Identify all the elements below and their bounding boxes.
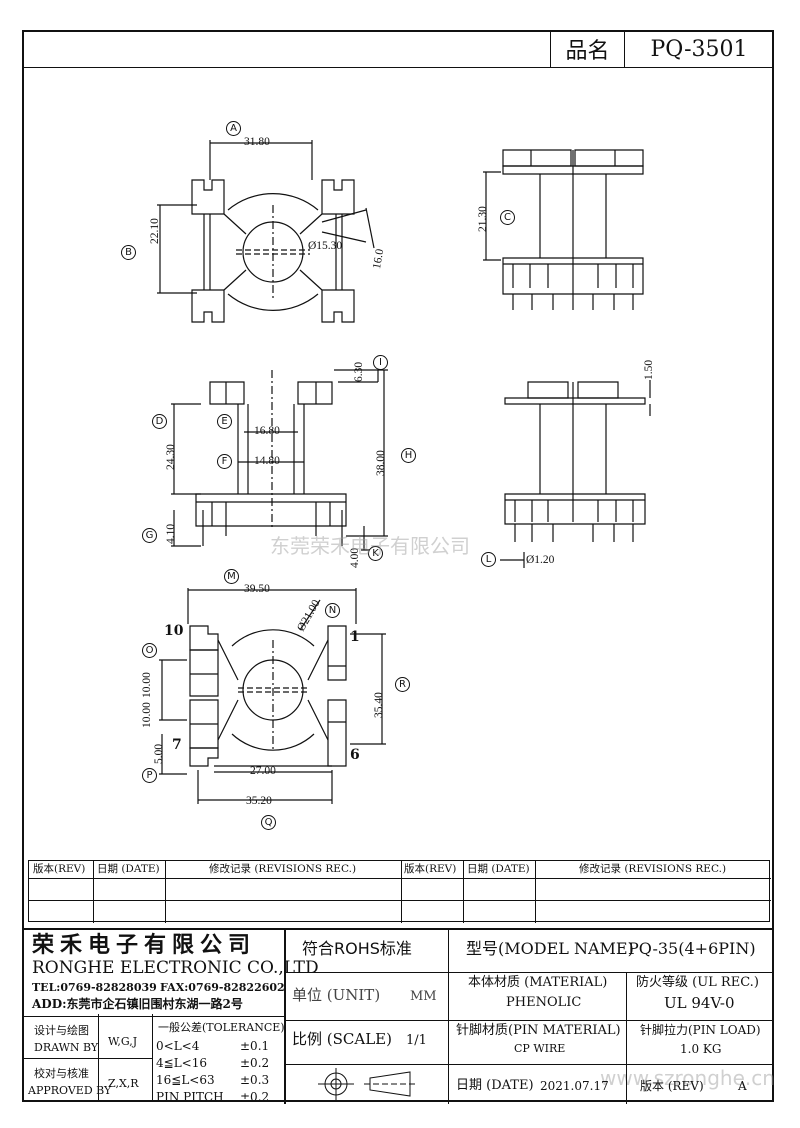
tol-value-2: ±0.2 xyxy=(240,1056,270,1070)
tol-value-3: ±0.3 xyxy=(240,1073,270,1087)
rev-header-6: 修改记录 (REVISIONS REC.) xyxy=(579,863,727,875)
callout-D: D xyxy=(152,414,167,429)
callout-M: M xyxy=(224,569,239,584)
company-tel: TEL:0769-82828039 xyxy=(32,981,157,994)
rev-header-4: 版本(REV) xyxy=(404,863,457,875)
unit-label: 单位 (UNIT) xyxy=(292,986,381,1004)
dim-A-value: 31.80 xyxy=(244,136,270,148)
tol-range-4: PIN PITCH xyxy=(156,1090,224,1104)
dim-M-value: 39.50 xyxy=(244,583,270,595)
company-address: ADD:东莞市企石镇旧围村东湖一路2号 xyxy=(32,997,243,1011)
rev-value: A xyxy=(738,1079,747,1093)
scale-value: 1/1 xyxy=(406,1033,427,1048)
date-value: 2021.07.17 xyxy=(540,1079,609,1093)
model-value: PQ-35(4+6PIN) xyxy=(628,939,756,958)
callout-I: I xyxy=(373,355,388,370)
callout-F: F xyxy=(217,454,232,469)
pin-6-label: 6 xyxy=(350,747,360,763)
rev-header-1: 版本(REV) xyxy=(33,863,86,875)
callout-B: B xyxy=(121,245,136,260)
dim-E-value: 16.80 xyxy=(254,425,280,437)
rev-header-3: 修改记录 (REVISIONS REC.) xyxy=(209,863,357,875)
callout-A: A xyxy=(226,121,241,136)
callout-G: G xyxy=(142,528,157,543)
dim-dia-value: Ø15.30 xyxy=(308,240,343,252)
material-label: 本体材质 (MATERIAL) xyxy=(468,975,608,990)
watermark-company: 东莞荣禾电子有限公司 xyxy=(270,534,470,558)
material-value: PHENOLIC xyxy=(506,995,582,1010)
callout-H: H xyxy=(401,448,416,463)
approved-label-en: APPROVED BY xyxy=(28,1084,112,1097)
callout-O: O xyxy=(142,643,157,658)
pin-load-value: 1.0 KG xyxy=(680,1042,722,1056)
callout-L: L xyxy=(481,552,496,567)
product-name-value: PQ-3501 xyxy=(650,36,748,62)
bottom-view-drawing xyxy=(159,588,386,804)
date-label: 日期 (DATE) xyxy=(456,1078,534,1093)
drawing-frame xyxy=(22,30,774,1102)
revision-table: 版本(REV) 日期 (DATE) 修改记录 (REVISIONS REC.) … xyxy=(28,860,771,923)
drawn-label-en: DRAWN BY xyxy=(34,1041,99,1054)
pin-10-label: 10 xyxy=(164,623,184,639)
approved-value: Z,X,R xyxy=(108,1077,139,1090)
drawn-value: W,G,J xyxy=(108,1035,138,1048)
pin-load-label: 针脚拉力(PIN LOAD) xyxy=(640,1023,761,1037)
pin-material-label: 针脚材质(PIN MATERIAL) xyxy=(456,1023,621,1038)
ul-value: UL 94V-0 xyxy=(664,994,735,1012)
title-block xyxy=(22,928,774,1104)
rev-label: 版本 (REV) xyxy=(640,1079,704,1093)
rohs-label: 符合ROHS标准 xyxy=(302,939,412,958)
scale-label: 比例 (SCALE) xyxy=(292,1030,392,1048)
company-name-en: RONGHE ELECTRONIC CO.,LTD xyxy=(32,958,319,978)
header-divider xyxy=(22,67,774,68)
callout-Q: Q xyxy=(261,815,276,830)
callout-C: C xyxy=(500,210,515,225)
callout-K: K xyxy=(368,546,383,561)
tol-range-3: 16≦L<63 xyxy=(156,1073,215,1087)
callout-P: P xyxy=(142,768,157,783)
pin-material-value: CP WIRE xyxy=(514,1042,566,1055)
callout-N: N xyxy=(325,603,340,618)
drawn-label-cn: 设计与绘图 xyxy=(34,1024,89,1037)
product-name-label: 品名 xyxy=(565,39,610,64)
top-view-drawing xyxy=(157,140,375,323)
signoff-grid xyxy=(22,1014,284,1102)
callout-E: E xyxy=(217,414,232,429)
company-name-cn: 荣禾电子有限公司 xyxy=(32,932,257,958)
callout-R: R xyxy=(395,677,410,692)
company-fax: FAX:0769-82822602 xyxy=(160,981,285,994)
dim-inner-value: 27.00 xyxy=(250,765,276,777)
unit-value: MM xyxy=(410,989,437,1004)
model-label: 型号(MODEL NAME) xyxy=(466,939,634,958)
rev-header-5: 日期 (DATE) xyxy=(467,863,530,875)
tol-value-1: ±0.1 xyxy=(240,1039,270,1053)
dim-Q-value: 35.20 xyxy=(246,795,272,807)
tol-value-4: ±0.2 xyxy=(240,1090,270,1104)
tol-range-2: 4≦L<16 xyxy=(156,1056,207,1070)
tol-range-1: 0<L<4 xyxy=(156,1039,200,1053)
rev-header-2: 日期 (DATE) xyxy=(97,863,160,875)
pin-1-label: 1 xyxy=(350,629,360,645)
tolerance-title: 一般公差(TOLERANCE) xyxy=(158,1021,285,1034)
front-view-drawing xyxy=(171,369,388,551)
dim-L-value: Ø1.20 xyxy=(526,554,555,566)
pin-7-label: 7 xyxy=(172,737,182,753)
right-view-2-drawing xyxy=(500,380,651,568)
ul-label: 防火等级 (UL REC.) xyxy=(636,975,759,990)
dim-F-value: 14.80 xyxy=(254,455,280,467)
watermark-url: www.szronghe.cn xyxy=(600,1066,775,1090)
side-view-drawing xyxy=(483,149,644,310)
approved-label-cn: 校对与核准 xyxy=(34,1067,89,1080)
